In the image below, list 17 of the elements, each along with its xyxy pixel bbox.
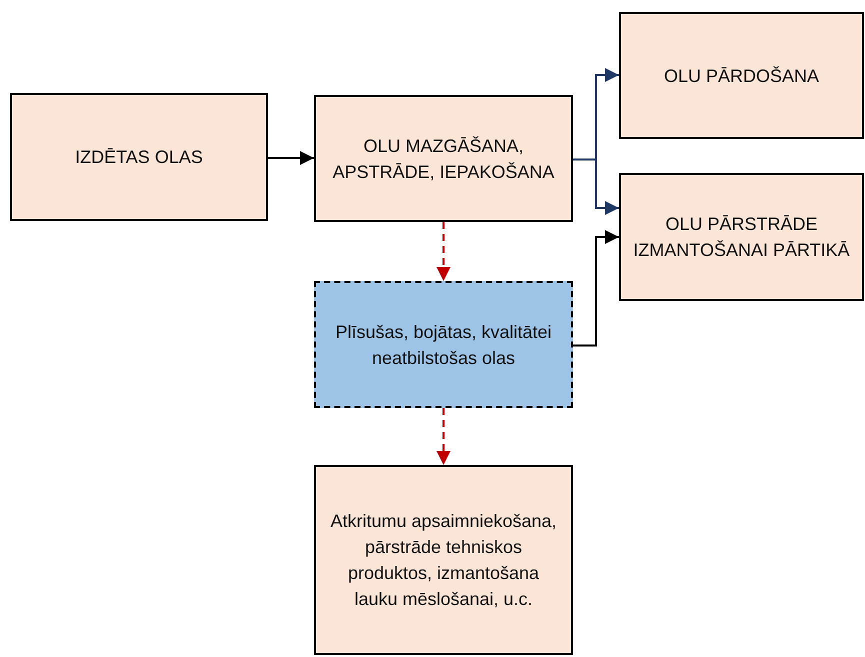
box-text: OLU PĀRDOŠANA [664,64,820,88]
arrow [436,408,450,465]
box-text: Plīsušas, bojātas, kvalitātei neatbilstošas olas [334,320,553,370]
box-text: OLU PĀRSTRĀDE IZMANTOŠANAI PĀRTIKĀ [633,213,850,262]
process-box [314,95,573,222]
arrow [268,151,314,165]
process-box [314,281,573,408]
box-text: OLU MAZGĀŠANA, APSTRĀDE, IEPAKOŠANA [332,134,556,184]
process-box [10,93,268,221]
process-box [619,12,864,139]
arrow [573,158,619,215]
arrow [436,222,450,281]
process-box [619,173,864,301]
box-text: Atkritumu apsaimniekošana, pārstrāde tehniskos produktos, izmantošana lauku mēslošanai, u.c. [329,510,558,611]
process-box [314,465,573,655]
arrow [573,230,619,346]
box-text: IZDĒTAS OLAS [75,146,203,169]
